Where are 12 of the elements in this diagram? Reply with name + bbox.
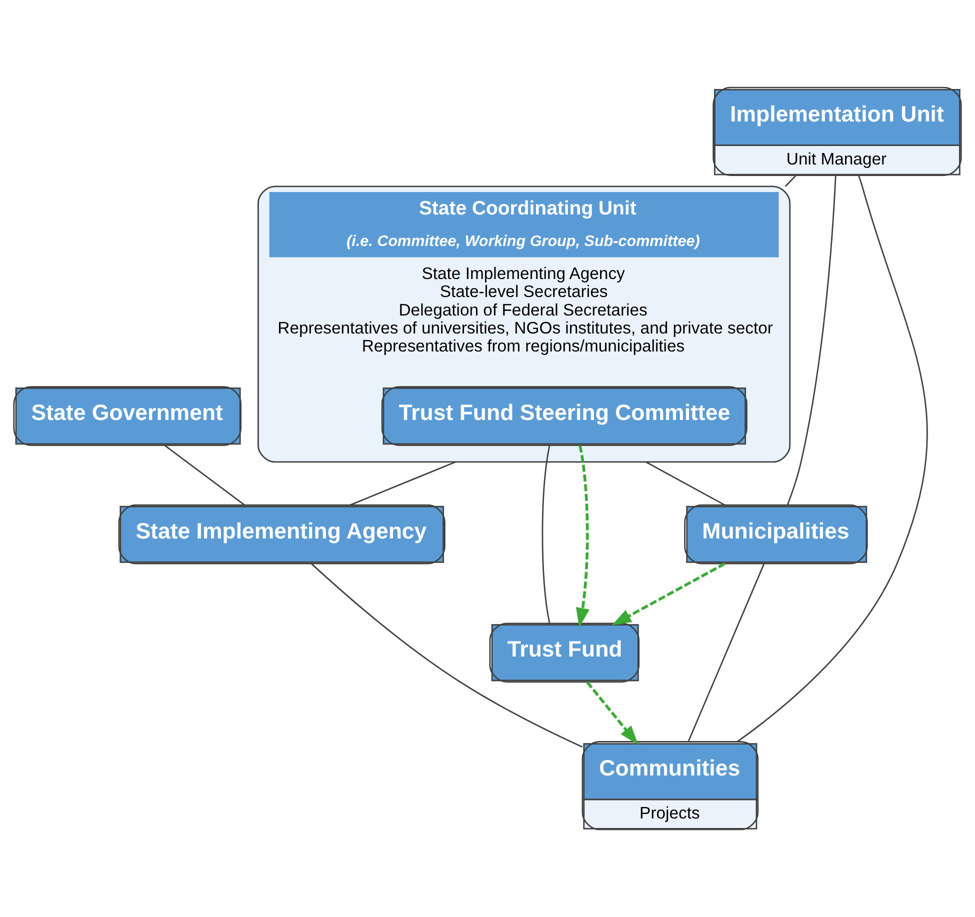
connector <box>737 175 928 742</box>
arrow <box>612 562 726 626</box>
connector <box>350 461 456 506</box>
connector <box>311 563 583 748</box>
arrow <box>586 681 638 745</box>
connector <box>164 444 245 506</box>
arrow <box>576 445 590 628</box>
connector <box>542 446 550 624</box>
connector <box>786 175 836 506</box>
connector <box>784 175 796 187</box>
connector <box>646 461 726 506</box>
connector <box>688 564 765 742</box>
